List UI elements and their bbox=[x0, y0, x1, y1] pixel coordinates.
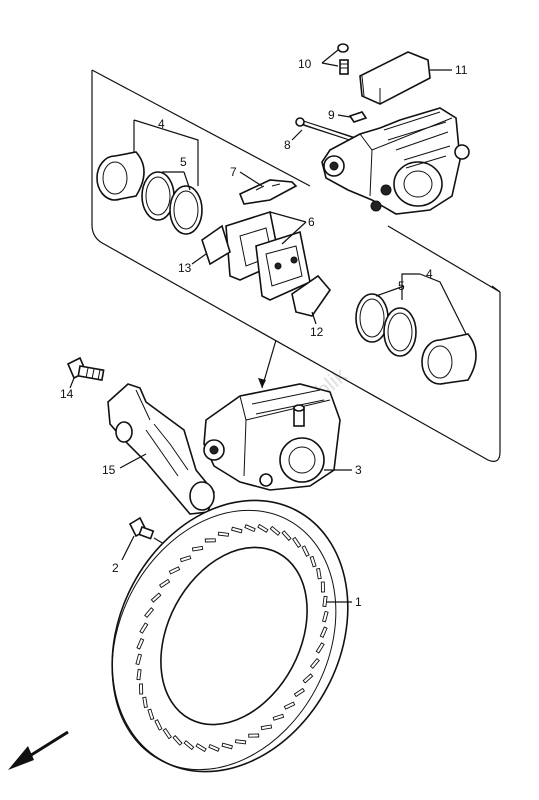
shim-13 bbox=[201, 224, 231, 266]
disc-vent-hole bbox=[302, 673, 314, 684]
leader-8 bbox=[291, 129, 303, 141]
disc-vent-hole bbox=[316, 568, 322, 580]
disc-vent-hole bbox=[162, 727, 172, 740]
bracket-top-line bbox=[91, 69, 311, 187]
caliper-body-upper bbox=[321, 107, 470, 215]
disc-vent-hole bbox=[269, 525, 281, 536]
pad-spring-7 bbox=[238, 179, 298, 205]
callout-9: 9 bbox=[328, 108, 335, 122]
disc-vent-hole bbox=[248, 733, 260, 738]
disc-vent-hole bbox=[292, 536, 302, 549]
callout-7: 7 bbox=[230, 165, 237, 179]
disc-vent-hole bbox=[208, 743, 220, 752]
seal-5-lower bbox=[355, 293, 417, 357]
pin-clip-9 bbox=[348, 111, 368, 123]
disc-vent-hole bbox=[231, 526, 243, 534]
disc-vent-hole bbox=[139, 622, 149, 634]
disc-vent-hole bbox=[191, 545, 204, 552]
disc-vent-hole bbox=[168, 566, 181, 575]
disc-vent-hole bbox=[221, 742, 233, 750]
disc-vent-hole bbox=[144, 607, 155, 619]
leader-9 bbox=[337, 114, 351, 118]
disc-vent-hole bbox=[319, 626, 328, 638]
brake-disc-1 bbox=[111, 499, 349, 773]
callout-10: 10 bbox=[298, 57, 312, 71]
pad-pin-8 bbox=[295, 117, 357, 143]
disc-vent-hole bbox=[172, 735, 183, 746]
disc-vent-hole bbox=[244, 524, 256, 533]
callout-14: 14 bbox=[60, 387, 74, 401]
disc-vent-hole bbox=[158, 578, 171, 589]
disc-vent-hole bbox=[321, 610, 329, 623]
disc-vent-hole bbox=[281, 530, 292, 541]
leader-14 bbox=[69, 377, 75, 389]
disc-vent-hole bbox=[309, 657, 320, 669]
disc-vent-hole bbox=[272, 713, 285, 721]
caliper-assembly-3 bbox=[203, 383, 341, 491]
callout-2: 2 bbox=[112, 561, 119, 575]
bracket-top-line-2 bbox=[387, 225, 501, 293]
disc-vent-hole bbox=[142, 696, 148, 708]
shim-12 bbox=[291, 274, 332, 317]
callout-15: 15 bbox=[102, 463, 116, 477]
disc-vent-hole bbox=[179, 555, 192, 563]
disc-vent-hole bbox=[260, 724, 273, 731]
disc-vent-hole bbox=[315, 642, 325, 654]
disc-bolt-2 bbox=[128, 516, 155, 540]
callout-11: 11 bbox=[455, 63, 468, 77]
callout-4-upper: 4 bbox=[158, 117, 165, 131]
leader-15 bbox=[119, 453, 147, 469]
disc-vent-hole bbox=[136, 638, 145, 650]
caliper-bracket-15 bbox=[107, 383, 215, 515]
disc-vent-hole bbox=[293, 687, 306, 698]
callout-13: 13 bbox=[178, 261, 192, 275]
leader-12 bbox=[311, 311, 317, 325]
disc-vent-holes bbox=[135, 523, 329, 753]
disc-vent-hole bbox=[204, 538, 216, 543]
disc-vent-hole bbox=[320, 581, 325, 593]
callout-8: 8 bbox=[284, 138, 291, 152]
leader-6 bbox=[269, 211, 307, 245]
leader-2 bbox=[121, 535, 135, 561]
leader-4b bbox=[401, 273, 467, 335]
disc-vent-hole bbox=[195, 743, 207, 753]
callout-5-upper: 5 bbox=[180, 155, 187, 169]
callout-6: 6 bbox=[308, 215, 315, 229]
disc-vent-hole bbox=[154, 719, 163, 731]
leader-5a bbox=[162, 171, 191, 191]
disc-vent-hole bbox=[283, 701, 296, 710]
pad-cover-11 bbox=[359, 51, 431, 105]
disc-vent-hole bbox=[139, 683, 144, 695]
piston-4-upper bbox=[96, 151, 145, 201]
disc-vent-hole bbox=[301, 545, 310, 557]
callout-3: 3 bbox=[355, 463, 362, 477]
leader-5b bbox=[375, 285, 405, 297]
callout-5-lower: 5 bbox=[398, 279, 405, 293]
seal-5-upper bbox=[141, 171, 203, 235]
disc-vent-hole bbox=[147, 708, 155, 721]
callout-4-lower: 4 bbox=[426, 267, 433, 281]
callout-12: 12 bbox=[310, 325, 324, 339]
leader-4a bbox=[133, 119, 199, 186]
disc-vent-hole bbox=[136, 668, 142, 681]
bracket-bolt-14 bbox=[66, 356, 105, 381]
bleed-screw-10 bbox=[337, 43, 349, 75]
disc-vent-hole bbox=[150, 592, 162, 603]
disc-vent-hole bbox=[257, 523, 269, 533]
disc-vent-hole bbox=[135, 653, 143, 666]
leader-13 bbox=[191, 253, 207, 265]
disc-vent-hole bbox=[183, 740, 195, 751]
front-direction-arrow-icon bbox=[8, 730, 69, 770]
leader-10 bbox=[321, 49, 339, 67]
disc-vent-hole bbox=[234, 739, 247, 745]
disc-vent-hole bbox=[217, 531, 230, 537]
leader-7 bbox=[239, 171, 263, 187]
disc-vent-hole bbox=[309, 555, 317, 568]
connector-arrow bbox=[258, 378, 266, 388]
piston-4-lower bbox=[421, 333, 477, 385]
callout-1: 1 bbox=[355, 595, 362, 609]
